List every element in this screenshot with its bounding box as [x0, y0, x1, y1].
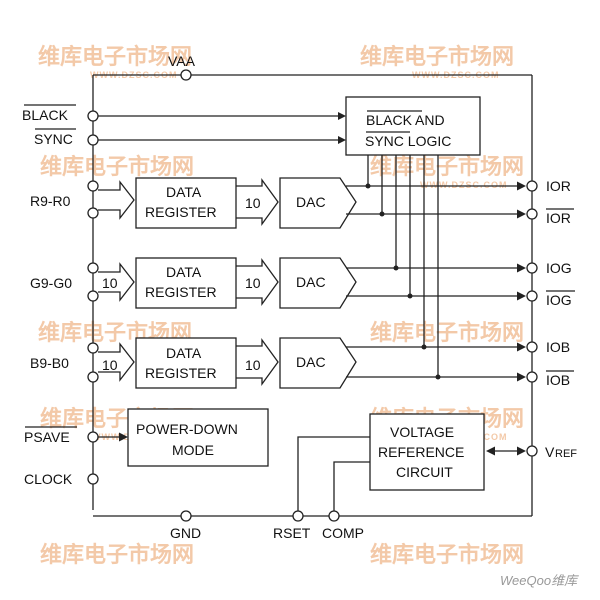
vref-pin [526, 445, 538, 457]
r-dac-label: DAC [296, 194, 326, 210]
comp-pin [328, 510, 340, 522]
sync-label: SYNC [34, 131, 73, 147]
vref-label-sub: REF [555, 448, 577, 460]
watermark-brand-4: 维库电子市场网 [370, 154, 524, 179]
iog-pin [526, 262, 538, 274]
g-pin-top [87, 262, 99, 274]
iog-label: IOG [546, 260, 572, 276]
g-dac [279, 257, 357, 309]
r-bus-label: R9-R0 [30, 193, 71, 209]
iog-n-label: IOG [546, 292, 572, 308]
watermark-corner: WeeQoo维库 [500, 573, 579, 588]
red-channel: R9-R0 DATA REGISTER 10 DAC IOR IOR [30, 177, 574, 229]
ior-pin [526, 180, 538, 192]
r-bus-width-out: 10 [245, 195, 261, 211]
b-reg-line1: DATA [166, 345, 202, 361]
comp-label: COMP [322, 525, 364, 541]
vref-line1: VOLTAGE [390, 424, 454, 440]
b-data-register [135, 337, 237, 389]
g-bus-width-in: 10 [102, 275, 118, 291]
watermark-layer: 维库电子市场网 WWW.DZSC.COM 维库电子市场网 WWW.DZSC.CO… [38, 44, 579, 588]
black-pin [87, 110, 99, 122]
g-dac-label: DAC [296, 274, 326, 290]
iob-pin [526, 341, 538, 353]
ior-n-pin [526, 208, 538, 220]
b-reg-line2: REGISTER [145, 365, 217, 381]
watermark-brand-3: 维库电子市场网 [40, 154, 194, 179]
watermark-brand-6: 维库电子市场网 [370, 320, 524, 345]
g-bus-width-out: 10 [245, 275, 261, 291]
vaa-pin [180, 69, 192, 81]
black-sync-logic-block [345, 96, 481, 156]
watermark-url-4: WWW.DZSC.COM [420, 180, 508, 190]
psave-label: PSAVE [24, 429, 70, 445]
watermark-brand-10: 维库电子市场网 [370, 542, 524, 567]
pd-line1: POWER-DOWN [136, 421, 238, 437]
vref-label-main: V [545, 444, 555, 460]
pd-line2: MODE [172, 442, 214, 458]
gnd-pin [180, 510, 192, 522]
iob-label: IOB [546, 339, 570, 355]
green-channel: G9-G0 10 DATA REGISTER 10 DAC IOG IOG [30, 257, 575, 309]
r-reg-line1: DATA [166, 184, 202, 200]
clock-label: CLOCK [24, 471, 73, 487]
vref-line2: REFERENCE [378, 444, 464, 460]
b-bus-width-out: 10 [245, 357, 261, 373]
voltage-reference-block [369, 413, 485, 491]
black-label: BLACK [22, 107, 69, 123]
watermark-brand-1: 维库电子市场网 [38, 44, 192, 69]
vref-line3: CIRCUIT [396, 464, 453, 480]
clock-pin [87, 473, 99, 485]
r-dac [279, 177, 357, 229]
power-down-block [127, 408, 269, 467]
g-bus-label: G9-G0 [30, 275, 72, 291]
logic-line1: BLACK AND [366, 112, 445, 128]
b-dac [279, 337, 357, 389]
r-pin-top [87, 180, 99, 192]
r-reg-line2: REGISTER [145, 204, 217, 220]
r-data-register [135, 177, 237, 229]
blue-channel: B9-B0 10 DATA REGISTER 10 DAC IOB IOB [30, 337, 574, 389]
g-reg-line2: REGISTER [145, 284, 217, 300]
b-bus-label: B9-B0 [30, 355, 69, 371]
sync-pin [87, 134, 99, 146]
watermark-brand-9: 维库电子市场网 [40, 542, 194, 567]
gnd-label: GND [170, 525, 201, 541]
watermark-brand-2: 维库电子市场网 [360, 44, 514, 69]
r-pin-bottom [87, 207, 99, 219]
logic-line2: SYNC LOGIC [365, 133, 451, 149]
b-pin-top [87, 342, 99, 354]
g-reg-line1: DATA [166, 264, 202, 280]
iog-n-pin [526, 290, 538, 302]
iob-n-pin [526, 371, 538, 383]
rset-label: RSET [273, 525, 311, 541]
ior-label: IOR [546, 178, 571, 194]
iob-n-label: IOB [546, 372, 570, 388]
psave-pin [87, 431, 99, 443]
rset-pin [292, 510, 304, 522]
g-data-register [135, 257, 237, 309]
b-pin-bottom [87, 371, 99, 383]
g-pin-bottom [87, 290, 99, 302]
vaa-label: VAA [168, 53, 196, 69]
ior-n-label: IOR [546, 210, 571, 226]
b-bus-width-in: 10 [102, 357, 118, 373]
b-dac-label: DAC [296, 354, 326, 370]
